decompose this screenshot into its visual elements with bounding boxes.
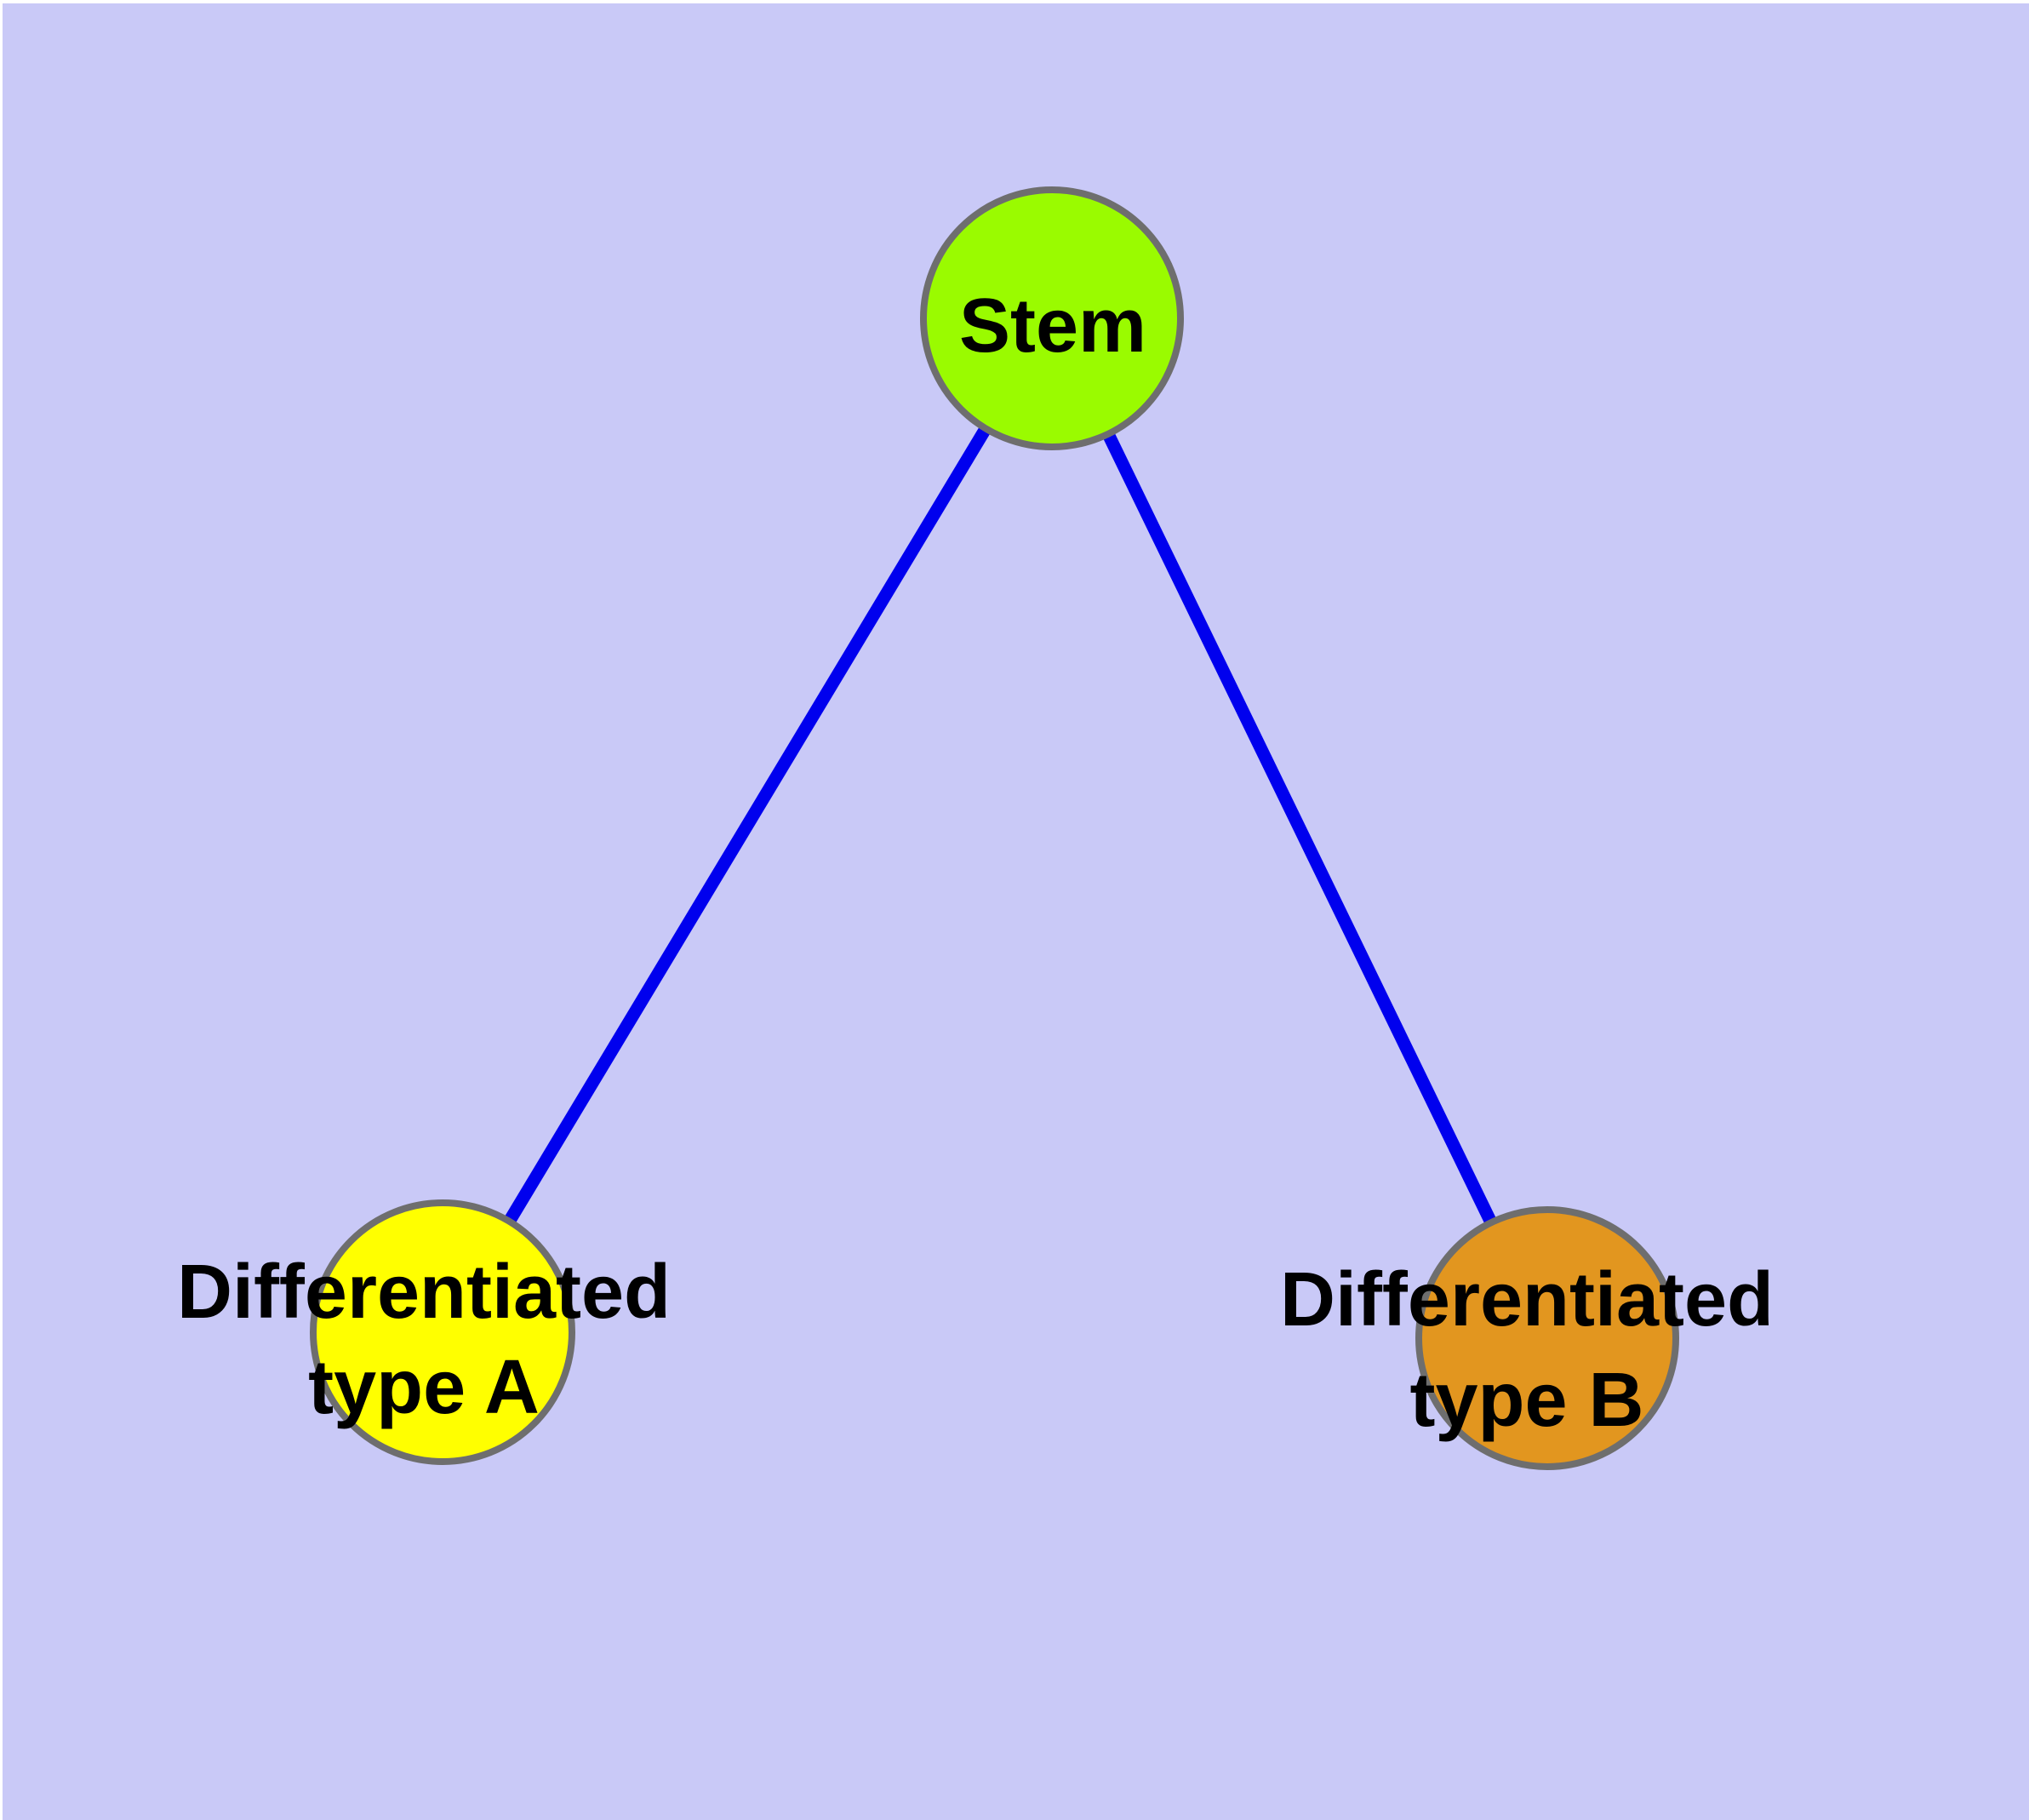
- node-type-b-label-line2: type B: [1409, 1358, 1643, 1443]
- node-type-a-label-line2: type A: [308, 1345, 540, 1430]
- node-stem-circle[interactable]: [920, 186, 1184, 450]
- node-type-b-circle[interactable]: [1415, 1206, 1679, 1470]
- node-type-b-label-line1: Differentiated: [1280, 1257, 1774, 1342]
- node-differentiated-type-b[interactable]: Differentiated type B: [1280, 1206, 1774, 1470]
- node-stem[interactable]: Stem: [920, 186, 1184, 450]
- node-type-a-label-line1: Differentiated: [177, 1250, 671, 1335]
- node-type-a-circle[interactable]: [310, 1199, 575, 1465]
- node-differentiated-type-a[interactable]: Differentiated type A: [177, 1199, 671, 1465]
- edge-stem-to-type-b: [1046, 315, 1553, 1342]
- node-stem-label: Stem: [959, 283, 1146, 369]
- edge-stem-to-type-a: [437, 315, 1058, 1336]
